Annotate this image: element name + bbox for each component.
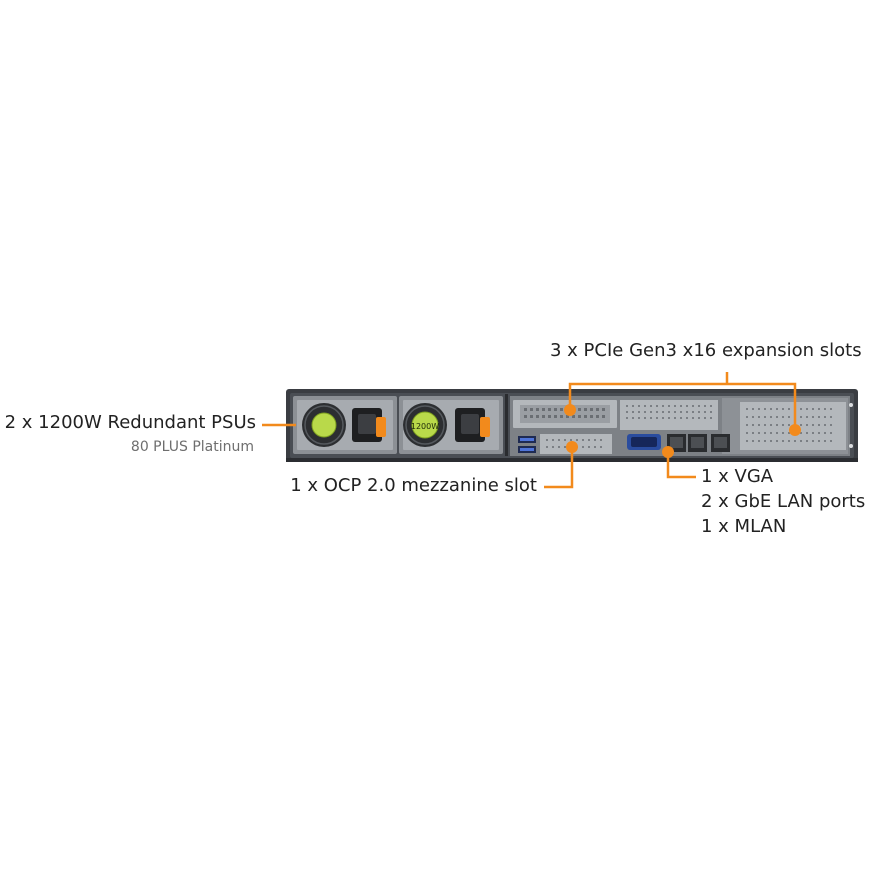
psu-module-2: 1200W [399, 396, 503, 454]
io-area [510, 396, 853, 456]
power-inlet-icon [352, 408, 382, 442]
psu-module-1 [293, 396, 397, 454]
psu-fan-icon [403, 403, 447, 447]
power-inlet-icon [455, 408, 485, 442]
vga-port-icon [627, 434, 661, 450]
psu-fan-label: 1200W [411, 422, 439, 431]
psu-fan-icon [302, 403, 346, 447]
callout-pointers [262, 372, 797, 489]
io-callout-line-mlan: 1 x MLAN [701, 516, 787, 537]
lan-port-icon [667, 434, 730, 452]
usb-port-icon [518, 436, 536, 453]
io-callout-line-lan: 2 x GbE LAN ports [701, 491, 866, 512]
io-callout-line-vga: 1 x VGA [701, 466, 774, 487]
pcie-slot-3 [722, 398, 853, 454]
psu-callout-title: 2 x 1200W Redundant PSUs [4, 412, 256, 433]
pcie-slot-2 [620, 400, 718, 430]
ocp-callout-title: 1 x OCP 2.0 mezzanine slot [290, 475, 537, 496]
pcie-pointer [568, 382, 797, 430]
pcie-slot-1 [513, 400, 617, 428]
psu-callout-subtitle: 80 PLUS Platinum [130, 439, 254, 455]
callout-dots [564, 404, 801, 458]
io-pointer [666, 452, 696, 479]
pcie-callout-title: 3 x PCIe Gen3 x16 expansion slots [550, 340, 862, 361]
io-callout: 1 x VGA 2 x GbE LAN ports 1 x MLAN [701, 464, 865, 539]
ocp-pointer [544, 447, 574, 489]
